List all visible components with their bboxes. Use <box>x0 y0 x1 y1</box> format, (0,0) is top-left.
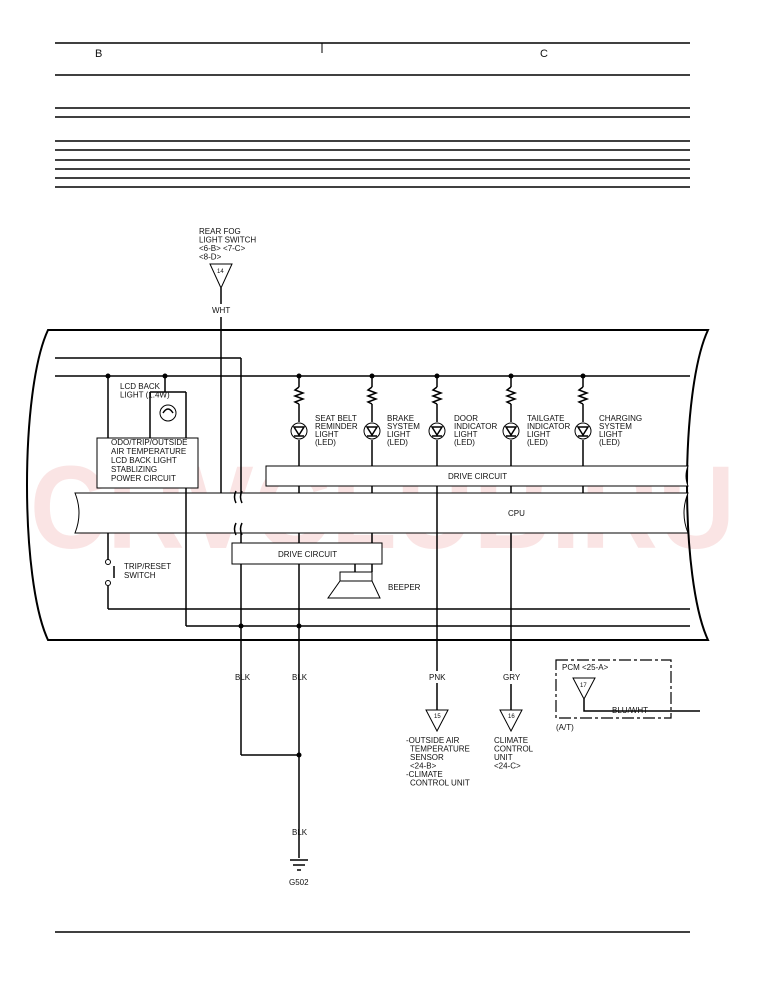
led-label-charging: CHARGING SYSTEM LIGHT (LED) <box>599 414 644 447</box>
svg-text:17: 17 <box>580 683 587 689</box>
wire-blk-left: BLK <box>235 673 251 682</box>
lcd-backlight-bulb <box>149 391 187 438</box>
beeper-icon <box>327 564 381 599</box>
wire-pnk: PNK <box>429 673 446 682</box>
led-label-tailgate: TAILGATE INDICATOR LIGHT (LED) <box>527 414 573 447</box>
pcm-label: PCM <25-A> <box>562 663 609 672</box>
led-column-brake <box>363 373 381 466</box>
drive-circuit-lower <box>231 542 383 565</box>
wire-blu-wht: BLU/WHT <box>612 706 648 715</box>
led-column-tailgate <box>502 373 520 466</box>
connector-14: 14 <box>209 263 233 290</box>
connector-15-label: -OUTSIDE AIR TEMPERATURE SENSOR <24-B> -… <box>406 736 472 788</box>
led-label-seat-belt: SEAT BELT REMINDER LIGHT (LED) <box>315 414 360 447</box>
drive-circuit-upper <box>265 465 689 487</box>
led-column-charging <box>574 373 592 466</box>
column-label-c: C <box>540 48 548 60</box>
cpu-break-marks <box>233 490 243 536</box>
ground-bus <box>108 488 690 858</box>
drive-circuit-lower-label: DRIVE CIRCUIT <box>278 550 337 559</box>
header-rules <box>55 42 690 188</box>
power-circuit-box <box>96 437 199 489</box>
cpu-label: CPU <box>508 509 525 518</box>
column-label-b: B <box>95 48 102 60</box>
beeper-label: BEEPER <box>388 583 421 592</box>
trip-reset-label: TRIP/RESET SWITCH <box>124 562 173 580</box>
connector-16: 16 <box>499 709 523 733</box>
wire-wht: WHT <box>212 306 230 315</box>
connector-16-label: CLIMATE CONTROL UNIT <24-C> <box>494 736 535 771</box>
trip-reset-switch <box>105 533 115 609</box>
led-column-door <box>428 373 446 466</box>
led-column-seat-belt <box>290 373 308 466</box>
pcm-option-box <box>555 659 672 719</box>
led-label-door: DOOR INDICATOR LIGHT (LED) <box>454 414 500 447</box>
ground-label: G502 <box>289 878 309 887</box>
svg-text:16: 16 <box>508 714 515 720</box>
connector-17: 17 <box>572 677 596 701</box>
rear-fog-label: REAR FOG LIGHT SWITCH <6-B> <7-C> <8-D> <box>199 227 258 262</box>
power-circuit-label: ODO/TRIP/OUTSIDE AIR TEMPERATURE LCD BAC… <box>111 438 190 483</box>
led-label-brake: BRAKE SYSTEM LIGHT (LED) <box>387 414 422 447</box>
wire-gry: GRY <box>503 673 521 682</box>
wire-blk-ground: BLK <box>292 828 308 837</box>
svg-text:14: 14 <box>217 269 224 275</box>
svg-text:15: 15 <box>434 714 441 720</box>
connector-15: 15 <box>425 709 449 733</box>
lcd-backlight-label: LCD BACK LIGHT (1.4W) <box>120 382 170 400</box>
pcm-note: (A/T) <box>556 723 574 732</box>
wire-blk-mid: BLK <box>292 673 308 682</box>
ground-icon <box>290 859 308 871</box>
cpu-band <box>74 492 689 534</box>
gauge-enclosure <box>26 329 710 641</box>
drive-circuit-upper-label: DRIVE CIRCUIT <box>448 472 507 481</box>
